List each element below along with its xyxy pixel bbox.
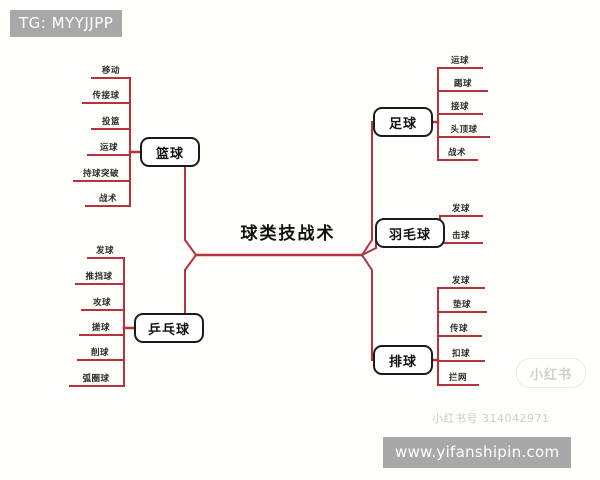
- branch-label: 足球: [388, 116, 417, 132]
- leaf-label: 战术: [447, 148, 467, 158]
- telegram-tag-badge: TG: MYYJJPP: [10, 10, 123, 37]
- leaf-label: 推挡球: [85, 272, 113, 282]
- site-url-badge: www.yifanshipin.com: [383, 437, 572, 468]
- leaf-label: 运球: [99, 143, 119, 153]
- xiaohongshu-logo-watermark: 小红书: [516, 358, 586, 388]
- root-node: 球类技战术: [240, 224, 336, 244]
- leaf-label: 运球: [450, 56, 470, 66]
- leaf-label: 发球: [95, 246, 115, 256]
- branch-node-pingpong[interactable]: 乒乓球: [134, 313, 204, 343]
- leaf-label: 战术: [98, 194, 118, 204]
- branch-label: 乒乓球: [147, 322, 190, 338]
- branch-label: 羽毛球: [388, 227, 431, 243]
- leaf-label: 弧圈球: [82, 374, 110, 384]
- branch-node-badminton[interactable]: 羽毛球: [375, 218, 445, 248]
- leaf-label: 持球突破: [82, 169, 120, 179]
- branch-node-basketball[interactable]: 篮球: [140, 137, 200, 167]
- branch-label: 排球: [388, 354, 417, 370]
- leaf-label: 发球: [451, 276, 471, 286]
- leaf-label: 发球: [451, 204, 471, 214]
- branch-label: 篮球: [155, 146, 184, 162]
- leaf-label: 攻球: [92, 298, 112, 308]
- leaf-label: 移动: [101, 66, 121, 76]
- leaf-label: 拦网: [448, 373, 468, 383]
- branch-node-volleyball[interactable]: 排球: [373, 345, 433, 375]
- leaf-label: 投篮: [101, 117, 121, 127]
- leaf-label: 踢球: [453, 79, 473, 89]
- xiaohongshu-id-watermark: 小红书号 314042971: [432, 412, 550, 425]
- leaf-label: 削球: [90, 348, 110, 358]
- leaf-label: 传球: [449, 324, 469, 334]
- leaf-label: 传接球: [92, 91, 120, 101]
- leaf-label: 接球: [450, 102, 470, 112]
- leaf-label: 扣球: [451, 349, 471, 359]
- leaf-label: 头顶球: [450, 125, 478, 135]
- leaf-label: 垫球: [452, 300, 472, 310]
- leaf-label: 击球: [451, 231, 471, 241]
- leaf-label: 搓球: [91, 323, 111, 333]
- branch-node-football[interactable]: 足球: [373, 107, 433, 137]
